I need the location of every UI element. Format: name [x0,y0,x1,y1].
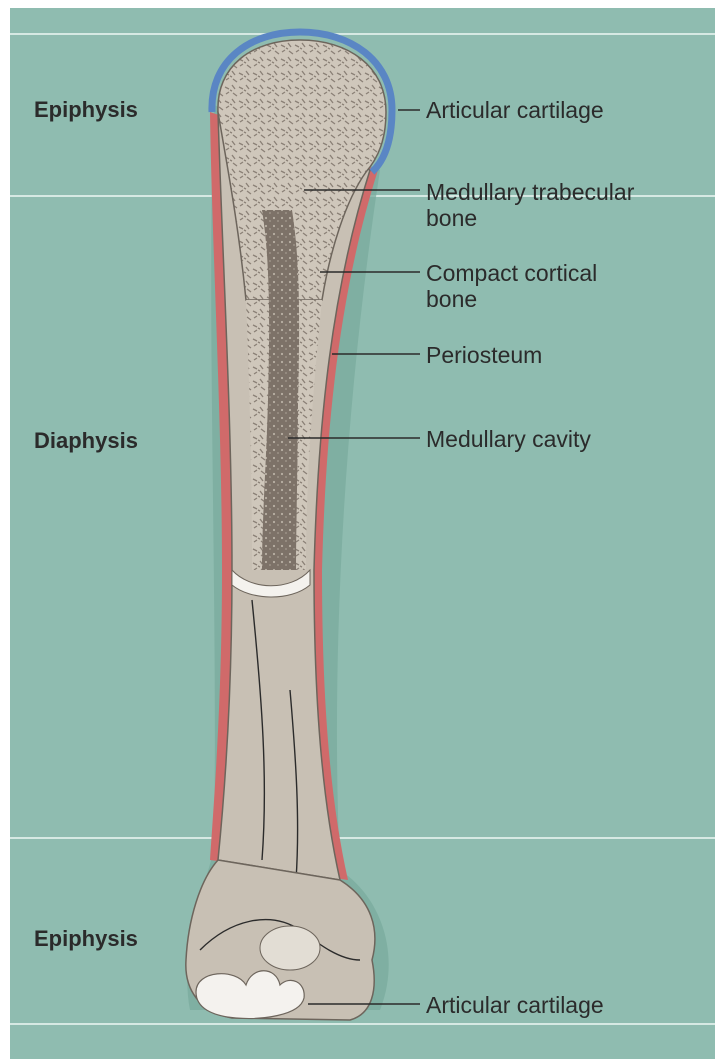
region-label-epiphysis-top: Epiphysis [34,97,138,122]
label-trabecular-line1: Medullary trabecular [426,179,635,205]
label-articular-cartilage-bottom: Articular cartilage [426,992,604,1018]
distal-highlight [260,926,320,970]
label-cortical-line1: Compact cortical [426,260,597,286]
label-trabecular-line2: bone [426,205,477,231]
left-margin [0,0,10,1059]
label-periosteum: Periosteum [426,342,542,368]
label-medullary-cavity: Medullary cavity [426,426,591,452]
label-articular-cartilage-top: Articular cartilage [426,97,604,123]
region-label-epiphysis-bottom: Epiphysis [34,926,138,951]
region-label-diaphysis: Diaphysis [34,428,138,453]
label-cortical-line2: bone [426,286,477,312]
